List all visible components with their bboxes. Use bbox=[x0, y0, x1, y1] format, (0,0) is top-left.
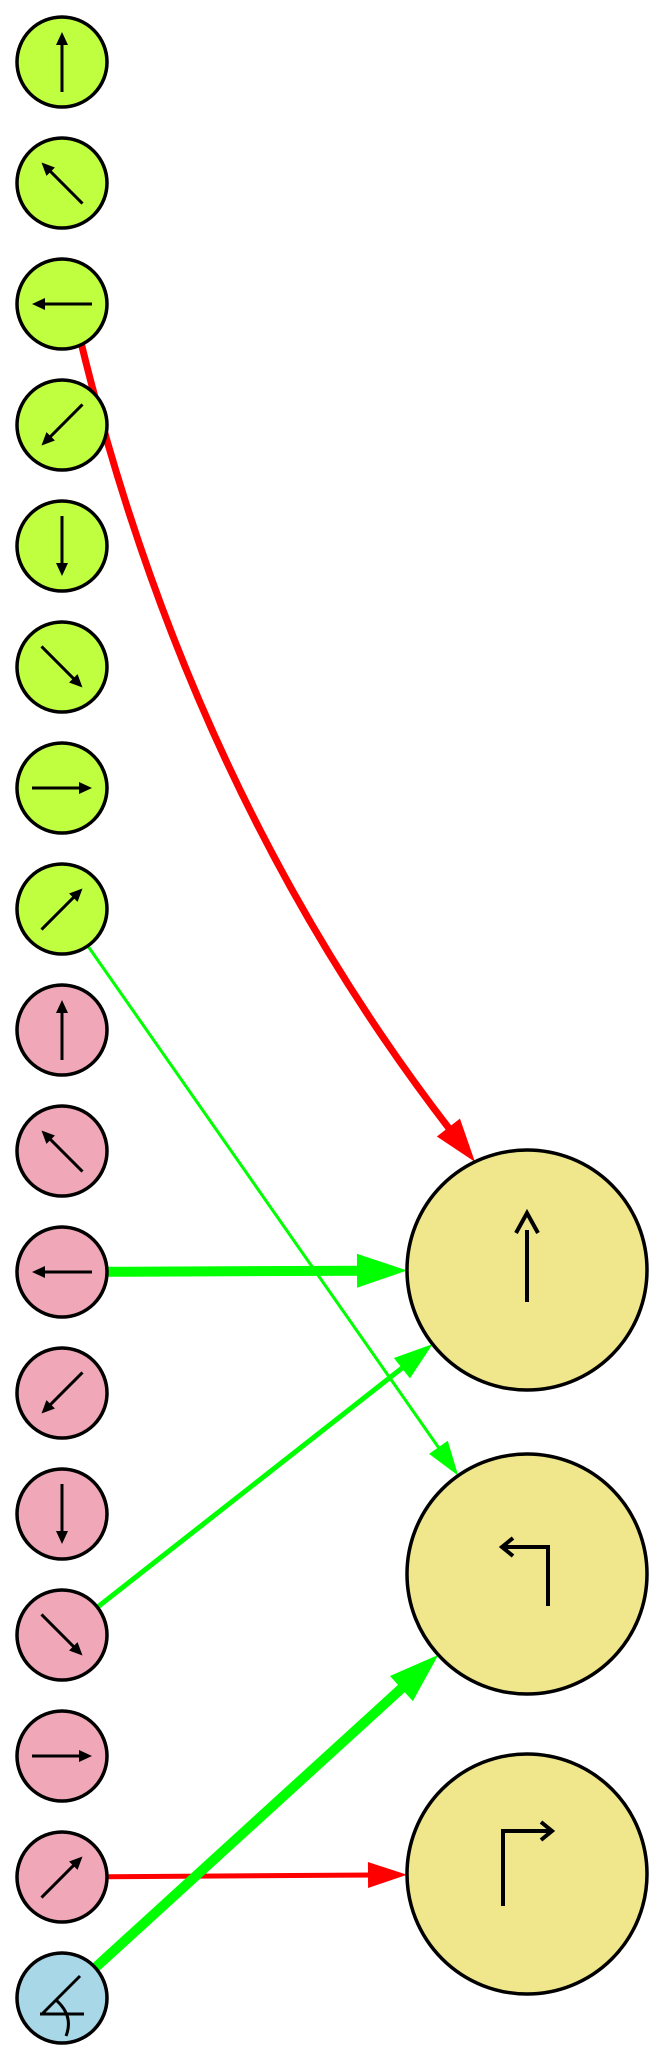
arrow-down-left-icon bbox=[41, 1371, 84, 1414]
angle-arc bbox=[54, 1998, 70, 2037]
arrow-up-left-icon bbox=[41, 162, 84, 205]
edge-p-down-right-to-o-straight bbox=[95, 1344, 433, 1610]
edge-line bbox=[91, 1682, 408, 1972]
arrow-up-right-icon bbox=[40, 888, 83, 931]
glyph-path bbox=[501, 1829, 549, 1906]
glyph-head bbox=[41, 1400, 55, 1414]
output-node-o-turn-left bbox=[405, 1452, 649, 1696]
input-node-p-left bbox=[15, 1225, 109, 1319]
edge-line bbox=[106, 1872, 373, 1880]
angle-icon bbox=[40, 1974, 84, 2037]
input-node-p-up-left bbox=[15, 1104, 109, 1198]
glyph-head bbox=[56, 1000, 68, 1013]
arrow-down-left-icon bbox=[41, 403, 84, 446]
arrow-down-right-icon bbox=[40, 645, 83, 688]
glyph-shaft bbox=[44, 165, 84, 205]
glyph-head bbox=[41, 432, 55, 446]
arrow-up-right-icon bbox=[40, 1856, 83, 1899]
input-node-g-left bbox=[15, 257, 109, 351]
edge-p-left-to-o-straight bbox=[106, 1253, 408, 1288]
glyph-shaft bbox=[40, 645, 80, 685]
glyph-path bbox=[505, 1545, 550, 1606]
input-node-g-up-right bbox=[15, 862, 109, 956]
arrow-left-icon bbox=[32, 298, 92, 310]
straight-arrow-icon bbox=[514, 1208, 540, 1302]
input-node-circle bbox=[15, 1951, 109, 2045]
glyph-shaft bbox=[44, 403, 84, 443]
arrow-down-icon bbox=[56, 516, 68, 576]
input-node-p-down bbox=[15, 1467, 109, 1561]
input-node-g-down-left bbox=[15, 378, 109, 472]
input-node-p-up-right bbox=[15, 1830, 109, 1924]
input-node-g-up bbox=[15, 15, 109, 109]
edge-line bbox=[106, 1265, 362, 1277]
edge-arrowhead bbox=[356, 1253, 408, 1288]
input-node-g-up-left bbox=[15, 136, 109, 230]
edges-layer bbox=[78, 343, 475, 1972]
glyph-head bbox=[79, 782, 92, 794]
glyph-head bbox=[41, 1130, 55, 1144]
input-node-g-right bbox=[15, 741, 109, 835]
glyph-head bbox=[79, 1750, 92, 1762]
glyph-shaft bbox=[44, 1371, 84, 1411]
arrow-right-icon bbox=[32, 1750, 92, 1762]
glyph-head bbox=[32, 298, 45, 310]
arrow-down-icon bbox=[56, 1484, 68, 1544]
glyph-head bbox=[41, 162, 55, 176]
input-node-b-angle bbox=[15, 1951, 109, 2045]
input-node-p-right bbox=[15, 1709, 109, 1803]
input-node-p-up bbox=[15, 983, 109, 1077]
glyph-head bbox=[56, 563, 68, 576]
edge-g-left-to-o-straight bbox=[78, 343, 475, 1162]
output-node-circle bbox=[405, 1752, 649, 1996]
edge-arrowhead bbox=[389, 1654, 439, 1702]
arrow-left-icon bbox=[32, 1266, 92, 1278]
glyph-shaft bbox=[40, 891, 80, 931]
edge-line bbox=[78, 343, 454, 1133]
glyph-head bbox=[514, 1208, 540, 1234]
edge-arrowhead bbox=[367, 1862, 408, 1889]
glyph-head bbox=[56, 32, 68, 45]
glyph-head bbox=[69, 1642, 83, 1656]
arrow-up-icon bbox=[56, 1000, 68, 1060]
edge-b-angle-to-o-turn-left bbox=[91, 1654, 439, 1972]
edge-line bbox=[86, 945, 442, 1452]
angle-lines bbox=[40, 1974, 84, 2016]
output-node-o-straight bbox=[405, 1148, 649, 1392]
glyph-head bbox=[32, 1266, 45, 1278]
edge-g-up-right-to-o-turn-left bbox=[86, 945, 459, 1476]
arrow-right-icon bbox=[32, 782, 92, 794]
edge-arrowhead bbox=[436, 1118, 475, 1162]
turn-left-icon bbox=[498, 1536, 550, 1606]
glyph-head bbox=[69, 1856, 83, 1870]
arrow-down-right-icon bbox=[40, 1613, 83, 1656]
arrow-up-icon bbox=[56, 32, 68, 92]
edge-arrowhead bbox=[429, 1440, 459, 1476]
input-node-g-down bbox=[15, 499, 109, 593]
turn-right-icon bbox=[501, 1820, 556, 1906]
input-node-p-down-right bbox=[15, 1588, 109, 1682]
glyph-head bbox=[498, 1536, 515, 1558]
glyph-head bbox=[56, 1531, 68, 1544]
input-node-g-down-right bbox=[15, 620, 109, 714]
glyph-shaft bbox=[44, 1133, 84, 1173]
edge-p-up-right-to-o-turn-right bbox=[106, 1862, 408, 1889]
arrow-up-left-icon bbox=[41, 1130, 84, 1173]
output-node-circle bbox=[405, 1452, 649, 1696]
glyph-head bbox=[69, 888, 83, 902]
output-node-o-turn-right bbox=[405, 1752, 649, 1996]
nodes-layer bbox=[15, 15, 649, 2045]
input-node-p-down-left bbox=[15, 1346, 109, 1440]
glyph-shaft bbox=[40, 1613, 80, 1653]
edge-line bbox=[95, 1363, 407, 1610]
glyph-shaft bbox=[40, 1859, 80, 1899]
glyph-head bbox=[69, 674, 83, 688]
glyph-head bbox=[539, 1820, 556, 1842]
edge-arrowhead bbox=[393, 1344, 433, 1379]
